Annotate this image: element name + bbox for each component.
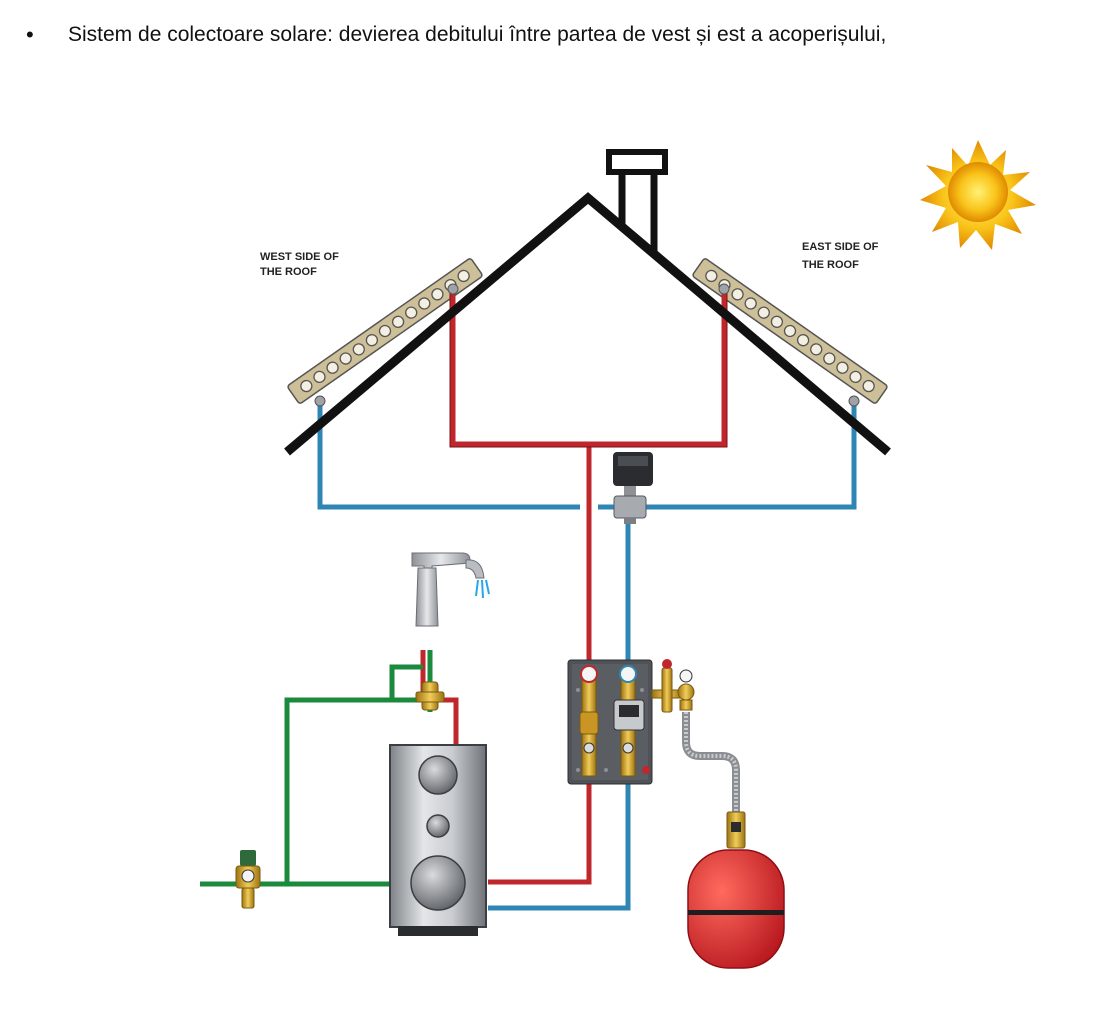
cold-pipe [317, 404, 857, 911]
water-pipe [200, 650, 433, 887]
chimney [606, 149, 668, 252]
solar-pump-station [567, 659, 653, 785]
faucet-icon [411, 552, 490, 627]
east-label-line1: EAST SIDE OF [802, 241, 879, 253]
east-label-line2: THE ROOF [802, 259, 859, 271]
bullet-symbol: • [26, 22, 34, 47]
bullet-line: • Sistem de colectoare solare: devierea … [26, 22, 886, 48]
hot-pipe-outline [449, 290, 728, 448]
collector-connectors [314, 283, 860, 407]
roof [284, 192, 891, 456]
safety-valve-group [651, 659, 695, 713]
pressure-reducing-valve [235, 850, 261, 909]
diverter-valve [613, 452, 653, 524]
hot-pipe [420, 290, 727, 885]
sun-icon [920, 140, 1036, 250]
west-solar-collector [287, 258, 483, 404]
mixing-valve [415, 681, 445, 711]
storage-tank [389, 744, 487, 936]
bullet-text: Sistem de colectoare solare: devierea de… [68, 23, 887, 46]
west-label-line2: THE ROOF [260, 266, 317, 278]
west-label-line1: WEST SIDE OF [260, 251, 339, 263]
east-solar-collector [692, 258, 888, 404]
flexible-hose [682, 712, 740, 812]
expansion-vessel [687, 811, 785, 969]
